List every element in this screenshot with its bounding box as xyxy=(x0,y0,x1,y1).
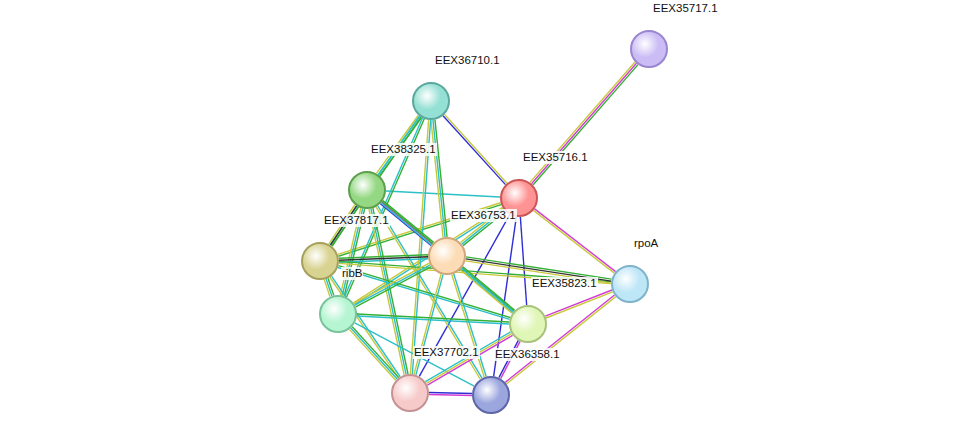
node-label: EEX35716.1 xyxy=(522,151,589,164)
node-label: EEX38325.1 xyxy=(370,143,437,156)
evidence-line xyxy=(463,267,515,311)
evidence-line xyxy=(533,210,614,273)
evidence-line xyxy=(356,267,431,307)
evidence-line xyxy=(545,290,612,316)
evidence-line xyxy=(338,267,510,319)
evidence-line xyxy=(414,274,441,374)
protein-node: EEX36753.1 xyxy=(428,237,466,275)
evidence-line xyxy=(431,120,443,237)
evidence-line xyxy=(535,209,616,272)
interaction-edge xyxy=(410,120,430,374)
protein-node: EEX36358.1 xyxy=(472,376,510,414)
interaction-edge xyxy=(414,274,443,375)
interaction-edge xyxy=(443,114,507,184)
evidence-line xyxy=(412,120,430,374)
protein-node: EEX35717.1 xyxy=(630,30,668,68)
evidence-line xyxy=(338,266,510,318)
node-label: EEX37817.1 xyxy=(323,214,390,227)
evidence-line xyxy=(460,270,512,314)
evidence-line xyxy=(429,392,472,393)
interaction-edge xyxy=(357,314,509,324)
evidence-line xyxy=(351,328,397,379)
evidence-line xyxy=(378,206,482,378)
evidence-line xyxy=(445,114,507,183)
node-label: EEX37702.1 xyxy=(413,346,480,359)
interaction-edge xyxy=(460,267,514,314)
protein-node: EEX37817.1 xyxy=(301,242,339,280)
protein-node: rpoA xyxy=(611,265,649,303)
evidence-line xyxy=(454,274,487,377)
protein-node: EEX36710.1 xyxy=(412,82,450,120)
interaction-edge xyxy=(431,120,447,238)
node-label: EEX36358.1 xyxy=(494,348,561,361)
interaction-edge xyxy=(520,217,526,305)
node-label: rpoA xyxy=(633,237,659,250)
node-label: EEX35823.1 xyxy=(531,277,598,290)
evidence-line xyxy=(429,394,472,395)
interaction-edge xyxy=(339,255,428,263)
evidence-line xyxy=(520,217,526,305)
evidence-line xyxy=(354,263,429,303)
node-label: EEX35717.1 xyxy=(652,2,719,15)
evidence-line xyxy=(349,329,395,380)
evidence-line xyxy=(324,280,330,297)
evidence-line xyxy=(533,65,638,185)
node-label: ribB xyxy=(341,267,363,280)
evidence-line xyxy=(433,120,445,237)
evidence-line xyxy=(443,116,505,185)
interaction-edge xyxy=(533,209,615,273)
interaction-edge xyxy=(452,274,486,377)
protein-node: EEX37702.1 xyxy=(391,374,429,412)
protein-node: EEX38325.1 xyxy=(348,171,386,209)
interaction-edge xyxy=(349,327,398,381)
node-label: EEX36710.1 xyxy=(434,54,501,67)
interaction-edge xyxy=(354,263,431,307)
evidence-line xyxy=(383,201,434,243)
interaction-edge xyxy=(530,62,638,185)
node-label: EEX36753.1 xyxy=(450,209,517,222)
evidence-line xyxy=(357,316,509,324)
evidence-line xyxy=(462,268,514,312)
protein-node: EEX35823.1 xyxy=(509,305,547,343)
evidence-line xyxy=(505,295,614,382)
interaction-edge xyxy=(505,295,616,384)
evidence-line xyxy=(530,62,635,182)
evidence-line xyxy=(531,63,636,183)
evidence-line xyxy=(466,257,611,279)
interaction-edge xyxy=(429,392,472,395)
protein-node: ribB xyxy=(319,295,357,333)
evidence-line xyxy=(506,297,615,384)
evidence-line xyxy=(357,314,509,322)
evidence-line xyxy=(416,275,443,375)
evidence-line xyxy=(355,265,430,305)
